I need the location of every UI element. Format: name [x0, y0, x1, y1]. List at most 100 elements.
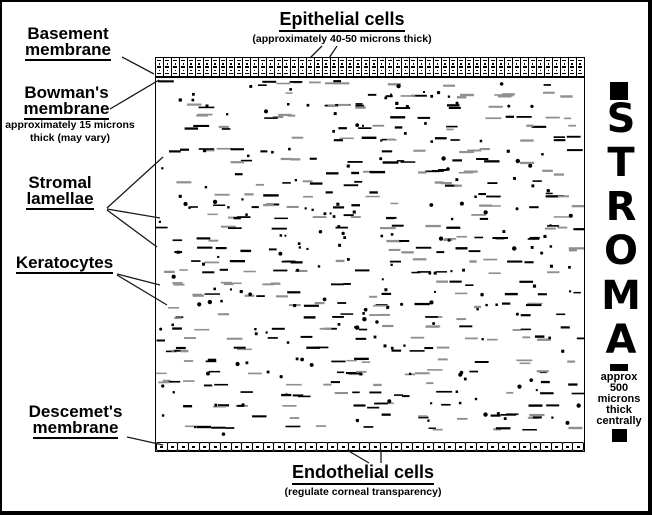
stroma-mark — [245, 213, 248, 216]
stroma-mark — [205, 360, 217, 363]
stroma-mark — [333, 139, 343, 142]
stroma-mark — [343, 184, 359, 187]
stroma-mark — [373, 383, 382, 387]
stroma-mark — [284, 234, 287, 237]
stroma-mark — [254, 332, 258, 336]
stroma-mark — [410, 336, 425, 339]
stroma-mark — [530, 302, 543, 305]
stroma-mark — [506, 391, 514, 394]
stroma-mark — [230, 148, 244, 151]
stroma-mark — [502, 302, 511, 305]
stroma-mark — [405, 104, 410, 109]
stroma-mark — [338, 243, 342, 247]
stroma-mark — [285, 425, 301, 428]
stroma-mark — [506, 94, 514, 97]
stroma-mark — [436, 251, 445, 254]
stroma-mark — [458, 401, 462, 405]
stroma-mark — [212, 405, 226, 408]
stroma-mark — [241, 198, 244, 201]
stroma-mark — [487, 182, 498, 184]
stroma-mark — [314, 302, 325, 305]
keratocytes-leader-1 — [116, 273, 161, 286]
stroma-mark — [264, 117, 278, 119]
stroma-mark — [268, 248, 277, 251]
stroma-mark — [479, 148, 490, 151]
stroma-mark — [375, 320, 379, 324]
stroma-mark — [355, 337, 367, 340]
stroma-mark — [232, 282, 242, 284]
stroma-mark — [456, 96, 467, 99]
stroma-mark — [459, 325, 473, 328]
stroma-mark — [411, 94, 427, 97]
stroma-mark — [350, 216, 361, 218]
stroma-mark — [278, 251, 283, 256]
stroma-mark — [576, 403, 581, 408]
stroma-mark — [337, 371, 345, 374]
stroma-mark — [162, 379, 171, 382]
stroma-mark — [529, 378, 533, 382]
stroma-mark — [412, 258, 427, 261]
stroma-mark — [285, 92, 293, 94]
stroma-caption-line: centrally — [596, 415, 642, 427]
stroma-mark — [415, 246, 432, 249]
stroma-mark — [156, 372, 167, 375]
endothelial-cell — [572, 442, 584, 451]
stroma-mark — [359, 328, 368, 331]
stroma-mark — [441, 156, 446, 161]
stroma-mark — [333, 80, 342, 83]
stroma-mark — [351, 171, 360, 175]
stroma-bottom-square — [612, 429, 627, 442]
bowmans-note-line1: approximately 15 microns — [5, 119, 135, 131]
stroma-mark — [180, 349, 189, 353]
stroma-mark — [545, 116, 560, 119]
stroma-mark — [506, 149, 510, 153]
stroma-mark — [478, 193, 486, 196]
stroma-mark — [194, 328, 210, 331]
stroma-mark — [217, 313, 229, 316]
stroma-mark — [543, 234, 547, 238]
stroma-mark — [183, 405, 193, 408]
stroma-mark — [348, 373, 364, 376]
stroma-mark — [365, 195, 380, 198]
stroma-mark — [204, 261, 220, 264]
stroma-mark — [226, 113, 229, 116]
stroma-mark — [292, 394, 304, 397]
bowmans-note: approximately 15 microns thick (may vary… — [0, 119, 140, 145]
stroma-mark — [287, 114, 296, 117]
stroma-mark — [483, 412, 488, 417]
stroma-mark — [433, 271, 437, 275]
stroma-mark — [354, 326, 357, 329]
stroma-mark — [530, 104, 534, 108]
stroma-mark — [573, 228, 584, 231]
stroma-mark — [418, 171, 427, 174]
stroma-mark — [237, 404, 245, 407]
stroma-mark — [532, 180, 542, 182]
stroma-mark — [228, 216, 239, 219]
stroma-mark — [207, 299, 212, 305]
stroma-mark — [227, 206, 230, 209]
stroma-mark — [280, 157, 292, 161]
stroma-mark — [219, 268, 228, 271]
stroma-mark — [221, 128, 231, 130]
stroma-mark — [223, 283, 234, 286]
stroma-mark — [208, 239, 219, 242]
stroma-mark — [394, 126, 403, 129]
stromal-line2: lamellae — [26, 189, 94, 210]
bowmans-leader — [109, 79, 160, 110]
stroma-letter: T — [607, 140, 635, 186]
stroma-texture — [156, 80, 584, 436]
stroma-mark — [427, 369, 443, 371]
stroma-mark — [179, 269, 188, 271]
stroma-mark — [446, 128, 454, 131]
stroma-mark — [480, 292, 484, 297]
stroma-mark — [252, 415, 267, 418]
stroma-mark — [546, 188, 550, 193]
stroma-mark — [311, 208, 314, 211]
stroma-mark — [553, 173, 564, 176]
stroma-mark — [568, 426, 583, 430]
stroma-letter: O — [603, 228, 638, 274]
basement-line1: Basement — [27, 24, 109, 43]
stroma-mark — [556, 313, 566, 316]
stroma-caption-line: microns — [597, 393, 641, 405]
stroma-mark — [400, 161, 416, 163]
